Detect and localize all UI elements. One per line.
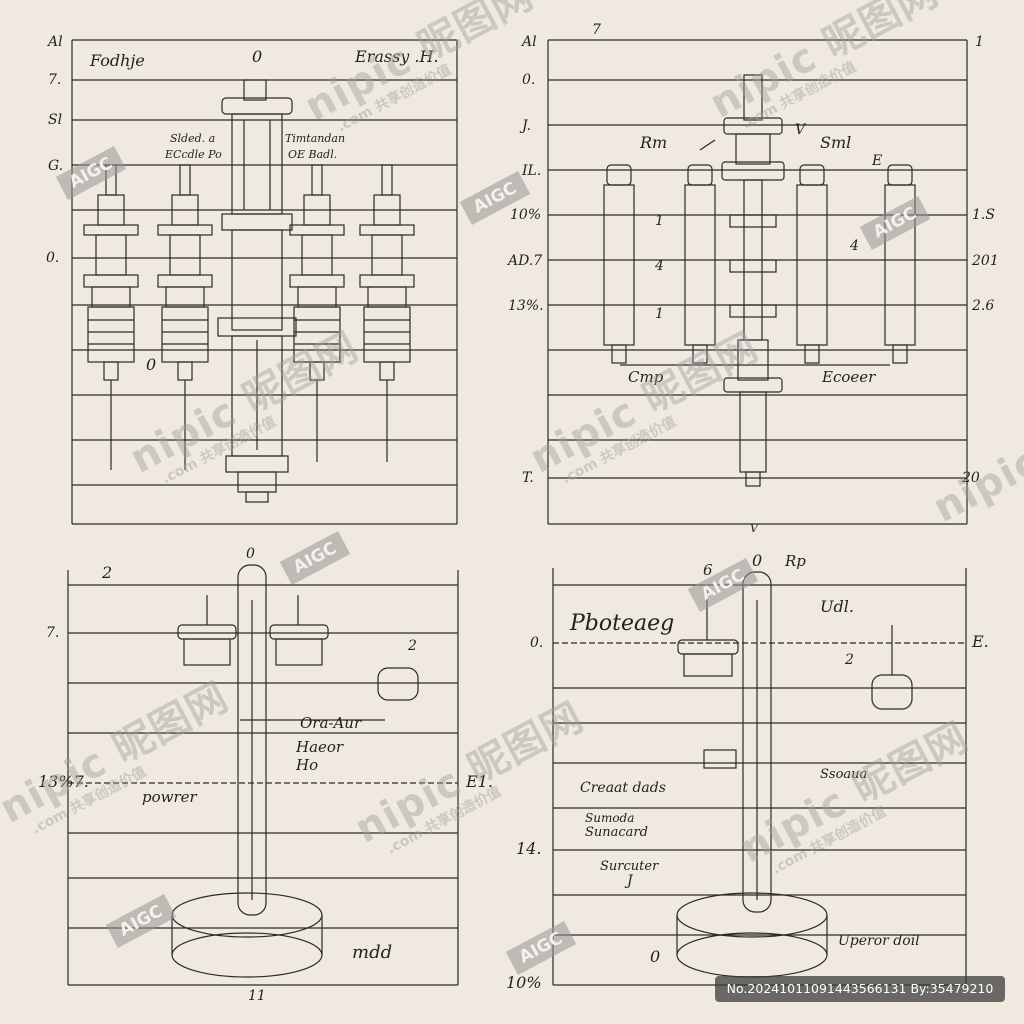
handwritten-label: Sml xyxy=(820,133,851,152)
coil-rod xyxy=(884,164,916,364)
panel-top-left xyxy=(71,39,458,525)
right-mark: E. xyxy=(971,632,989,651)
handwritten-label: ECcdle Po xyxy=(164,148,222,161)
handwritten-label: Ora-Aur xyxy=(300,714,362,732)
panel-top-right xyxy=(547,39,968,525)
margin-mark: 7. xyxy=(46,625,59,641)
right-mark: 1.S xyxy=(972,207,995,223)
margin-mark: J. xyxy=(519,118,531,134)
coil-rod xyxy=(684,164,716,364)
handwritten-label: 2 xyxy=(407,638,417,654)
apparatus-right xyxy=(676,571,913,978)
handwritten-label: OE Badl. xyxy=(288,148,337,161)
handwritten-label: Udl. xyxy=(820,597,854,616)
handwritten-label: Surcuter xyxy=(600,859,659,874)
coil-rod xyxy=(603,164,635,364)
handwritten-label: E xyxy=(871,153,882,169)
central-spindle xyxy=(721,74,785,487)
right-mark: 2.6 xyxy=(971,298,994,314)
handwritten-label: 2 xyxy=(844,652,854,668)
handwritten-label: Pboteaeg xyxy=(569,611,674,636)
margin-mark: 2 xyxy=(101,563,112,582)
handwritten-label: powrer xyxy=(142,788,198,806)
right-mark: E1. xyxy=(465,772,493,791)
panel-bottom-left xyxy=(67,564,459,986)
margin-mark: 13%7. xyxy=(38,772,89,791)
margin-mark: IL. xyxy=(521,163,541,179)
margin-mark: Al xyxy=(46,34,63,50)
apparatus-left xyxy=(171,564,419,978)
margin-mark: Al xyxy=(520,34,537,50)
handwritten-label: Erassy .H. xyxy=(354,47,439,66)
handwritten-label: Cmp xyxy=(628,368,664,386)
image-id-footer: No.20241011091443566131 By:35479210 xyxy=(715,976,1005,1002)
handwritten-label: Ecoeer xyxy=(821,368,876,386)
margin-mark: 7. xyxy=(48,72,61,88)
handwritten-label: Rm xyxy=(639,133,667,152)
right-mark: 20 xyxy=(961,470,980,486)
handwritten-label: Slded. a xyxy=(170,132,215,145)
handwritten-label: J xyxy=(624,873,634,889)
handwritten-label: Creaat dads xyxy=(580,780,666,796)
margin-mark: 10% xyxy=(506,973,542,992)
handwritten-label: Uperor doil xyxy=(838,933,920,949)
handwritten-label: 7 xyxy=(592,22,601,38)
margin-mark: AD.7 xyxy=(506,253,542,269)
handwritten-label: 0 xyxy=(752,551,762,570)
central-cylinder xyxy=(217,79,297,503)
margin-mark: 11 xyxy=(248,988,266,1004)
handwritten-label: 0 xyxy=(246,546,255,562)
handwritten-label: Ho xyxy=(295,756,318,774)
margin-mark: Sl xyxy=(48,112,62,128)
tube-device xyxy=(157,164,213,470)
tube-device xyxy=(289,164,345,462)
tube-device xyxy=(83,164,139,470)
handwritten-label: Sumoda xyxy=(585,811,634,825)
handwritten-label: 1 xyxy=(655,213,664,229)
coil-rod xyxy=(796,164,828,364)
handwritten-label: 4 xyxy=(654,258,664,274)
handwritten-label: Timtandan xyxy=(285,132,345,145)
handwritten-label: Haeor xyxy=(295,738,344,756)
handwritten-label: Sunacard xyxy=(585,825,648,840)
margin-mark: 0. xyxy=(530,635,543,651)
tube-device xyxy=(359,164,415,462)
margin-mark: G. xyxy=(48,158,63,174)
right-mark: 201 xyxy=(971,253,999,269)
handwritten-label: 0 xyxy=(650,947,660,966)
handwritten-label: 6 xyxy=(703,561,713,579)
handwritten-label: 0 xyxy=(252,47,262,66)
margin-mark: 0. xyxy=(522,72,535,88)
margin-mark: 13%. xyxy=(508,298,544,314)
margin-mark: 0. xyxy=(46,250,59,266)
margin-mark: 10% xyxy=(510,207,541,223)
handwritten-label: 1 xyxy=(655,306,664,322)
handwritten-label: 0 xyxy=(146,355,156,374)
handwritten-label: V xyxy=(795,122,807,138)
handwritten-label: V xyxy=(750,522,759,535)
handwritten-label: Ssoaua xyxy=(820,767,867,782)
handwritten-label: Fodhje xyxy=(89,51,145,70)
handwritten-label: mdd xyxy=(352,942,392,963)
margin-mark: T. xyxy=(522,470,534,486)
right-mark: 1 xyxy=(975,34,984,50)
handwritten-label: Rp xyxy=(784,552,806,570)
handwritten-label: 4 xyxy=(849,238,859,254)
margin-mark: 14. xyxy=(516,839,541,858)
